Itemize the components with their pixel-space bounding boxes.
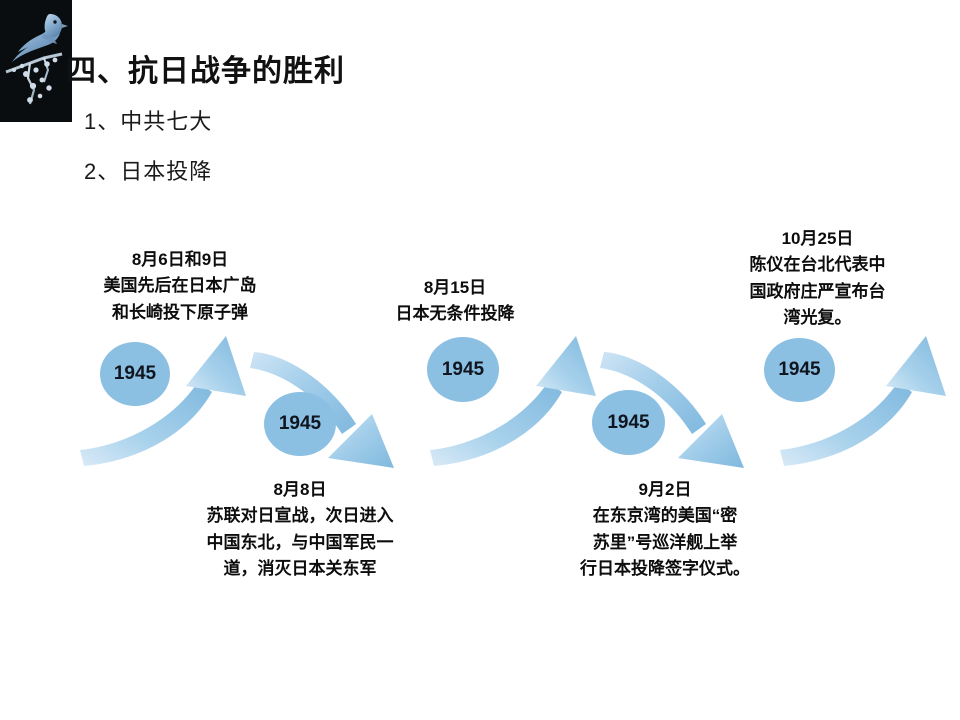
year-circle-3[interactable]: 1945 [427,337,499,402]
caption-node-3: 8月15日 日本无条件投降 [365,275,545,328]
caption-line-5-1: 陈仪在台北代表中 [749,255,886,275]
caption-line-4-1: 在东京湾的美国“密 [592,506,738,526]
caption-node-2: 8月8日 苏联对日宣战，次日进入 中国东北，与中国军民一 道，消灭日本关东军 [165,477,435,582]
caption-date-5: 10月25日 [781,229,854,248]
blue-bird-on-branch-icon [0,0,72,122]
caption-line-5-3: 湾光复。 [783,308,852,328]
caption-node-5: 10月25日 陈仪在台北代表中 国政府庄严宣布台 湾光复。 [705,226,930,331]
caption-line-4-2: 苏里”号巡洋舰上举 [592,532,738,552]
timeline-arrow-up-3 [780,336,946,466]
bullet-item-1: 1、中共七大 [84,109,213,134]
caption-line-1-2: 和长崎投下原子弹 [112,302,248,322]
year-circle-2[interactable]: 1945 [264,392,336,456]
bullet-item-2: 2、日本投降 [84,159,213,184]
caption-line-4-3: 行日本投降签字仪式。 [580,559,750,579]
year-circle-4[interactable]: 1945 [592,390,665,455]
caption-line-3-1: 日本无条件投降 [395,304,515,324]
caption-date-2: 8月8日 [273,480,327,499]
year-circle-1[interactable]: 1945 [100,342,170,406]
caption-date-3: 8月15日 [423,278,487,297]
caption-date-4: 9月2日 [638,480,692,499]
caption-node-1: 8月6日和9日 美国先后在日本广岛 和长崎投下原子弹 [55,247,305,326]
caption-node-4: 9月2日 在东京湾的美国“密 苏里”号巡洋舰上举 行日本投降签字仪式。 [540,477,790,582]
timeline: 1945 1945 1945 1945 1945 [0,200,960,660]
caption-date-1: 8月6日和9日 [131,250,229,269]
timeline-arrow-down-2 [600,352,744,468]
timeline-arrow-up-2 [430,336,596,466]
caption-line-1-1: 美国先后在日本广岛 [103,276,257,296]
year-circle-5[interactable]: 1945 [764,338,835,402]
caption-line-2-3: 道，消灭日本关东军 [223,559,377,579]
caption-line-5-2: 国政府庄严宣布台 [749,281,886,301]
bird-logo [0,0,72,122]
caption-line-2-2: 中国东北，与中国军民一 [206,532,394,552]
page-title: 四、抗日战争的胜利 [66,55,345,88]
caption-line-2-1: 苏联对日宣战，次日进入 [206,506,394,526]
timeline-arrow-up-1 [80,336,246,466]
